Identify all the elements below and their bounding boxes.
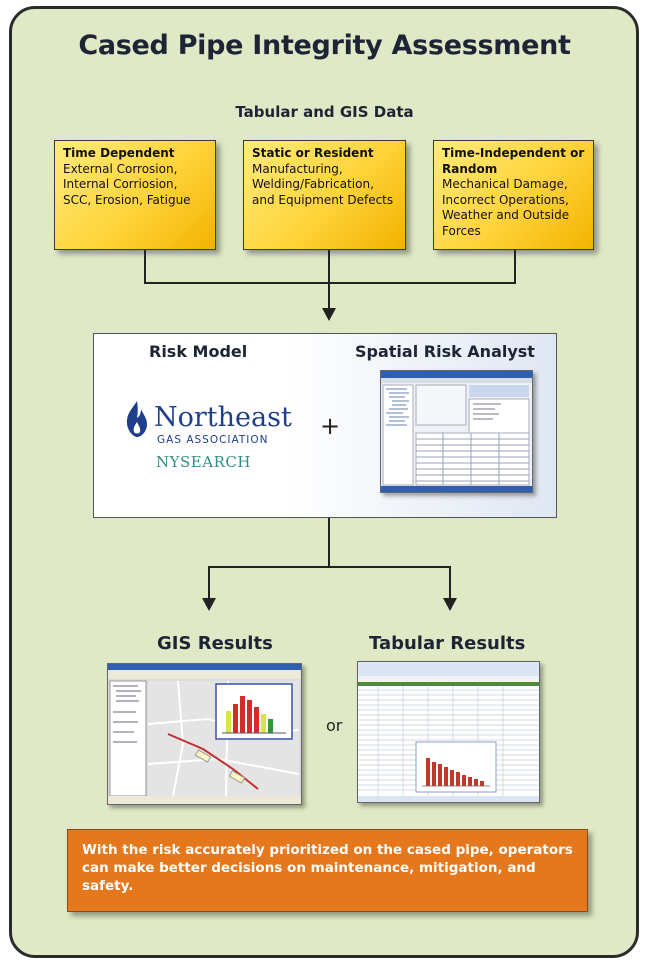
data-heading: Tabular and GIS Data — [235, 103, 414, 121]
logo-subtitle: GAS ASSOCIATION — [157, 434, 269, 446]
card-static-resident: Static or Resident Manufacturing, Weldin… — [243, 140, 406, 250]
card-body: Manufacturing, Welding/Fabrication, and … — [252, 161, 394, 207]
connector-line — [208, 566, 451, 568]
conclusion-banner: With the risk accurately prioritized on … — [67, 829, 588, 912]
tabular-results-label: Tabular Results — [369, 633, 526, 654]
card-heading: Time-Independent or Random — [442, 146, 585, 176]
spatial-analyst-label: Spatial Risk Analyst — [355, 342, 535, 361]
connector-line — [328, 518, 330, 567]
connector-line — [514, 250, 516, 283]
connector-line — [144, 282, 516, 284]
connector-line — [328, 250, 330, 283]
card-time-independent: Time-Independent or Random Mechanical Da… — [433, 140, 594, 250]
or-label: or — [326, 716, 343, 735]
plus-sign: + — [320, 412, 341, 440]
arrow-down-icon — [443, 598, 457, 611]
risk-model-label: Risk Model — [149, 342, 248, 361]
card-time-dependent: Time Dependent External Corrosion, Inter… — [54, 140, 216, 250]
page-title: Cased Pipe Integrity Assessment — [78, 30, 571, 61]
card-body: External Corrosion, Internal Corriosion,… — [63, 161, 191, 207]
connector-line — [144, 250, 146, 283]
logo-wordmark: Northeast — [154, 402, 292, 433]
connector-line — [449, 566, 451, 600]
flame-icon — [126, 401, 147, 437]
connector-line — [208, 566, 210, 600]
gis-results-label: GIS Results — [157, 633, 273, 654]
gis-map-screenshot — [107, 663, 302, 805]
arrow-down-icon — [322, 308, 336, 321]
connector-line — [328, 282, 330, 310]
spreadsheet-screenshot — [357, 661, 540, 803]
card-body: Mechanical Damage, Incorrect Operations,… — [442, 177, 570, 238]
conclusion-text: With the risk accurately prioritized on … — [82, 842, 573, 894]
software-screenshot — [380, 370, 533, 493]
logo-program: NYSEARCH — [156, 453, 251, 471]
card-heading: Time Dependent — [63, 146, 175, 160]
arrow-down-icon — [202, 598, 216, 611]
card-heading: Static or Resident — [252, 146, 374, 160]
